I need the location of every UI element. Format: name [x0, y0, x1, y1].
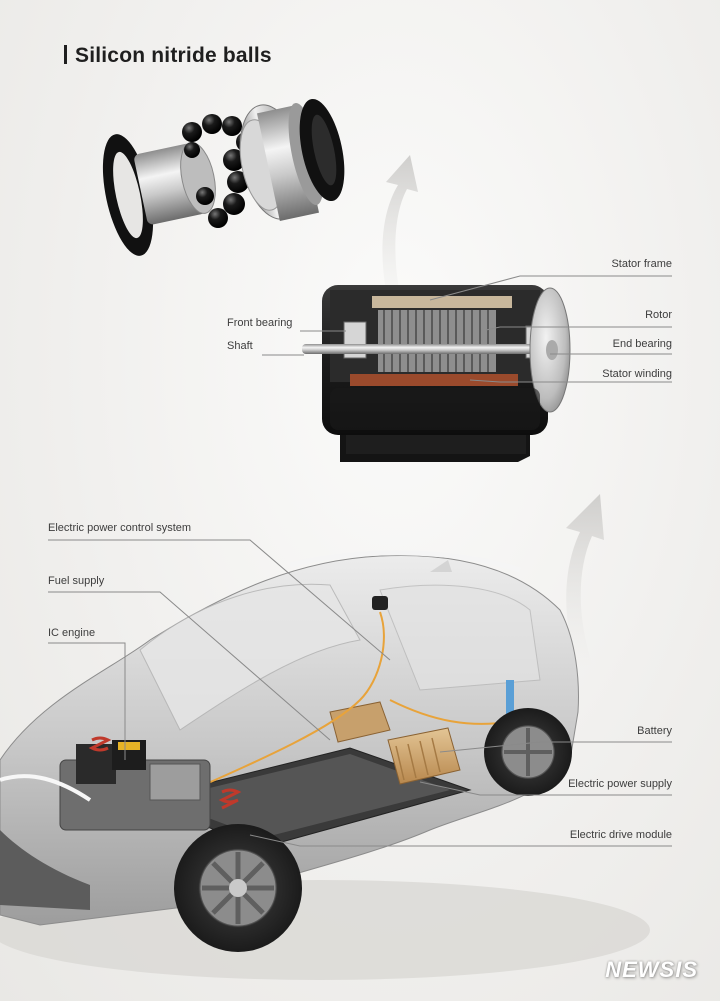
motor-cutaway: [302, 285, 571, 462]
label-shaft: Shaft: [227, 340, 253, 352]
label-stator-frame: Stator frame: [611, 258, 672, 270]
arrow-car-to-motor: [566, 494, 604, 668]
label-end-bearing: End bearing: [612, 338, 672, 350]
title-bar: [64, 45, 67, 64]
battery-box: [387, 727, 461, 785]
car-leader-lines: [48, 539, 672, 847]
label-fuel-supply: Fuel supply: [48, 575, 105, 587]
motor-leader-lines: [262, 275, 672, 383]
label-stator-winding: Stator winding: [602, 368, 672, 380]
car-cutaway: [0, 550, 650, 980]
label-electric-power-supply: Electric power supply: [568, 778, 672, 790]
label-battery: Battery: [637, 725, 672, 737]
bearing-exploded-view: [102, 98, 345, 256]
newsis-watermark: NEWSIS: [605, 957, 698, 982]
label-electric-drive-module: Electric drive module: [569, 829, 672, 841]
label-electric-power-control-system: Electric power control system: [48, 522, 192, 534]
label-ic-engine: IC engine: [48, 627, 96, 639]
arrow-motor-to-bearing: [382, 155, 418, 310]
label-front-bearing: Front bearing: [227, 317, 293, 329]
label-rotor: Rotor: [645, 309, 672, 321]
title-text: Silicon nitride balls: [75, 44, 272, 67]
page-title: Silicon nitride balls: [64, 44, 272, 68]
